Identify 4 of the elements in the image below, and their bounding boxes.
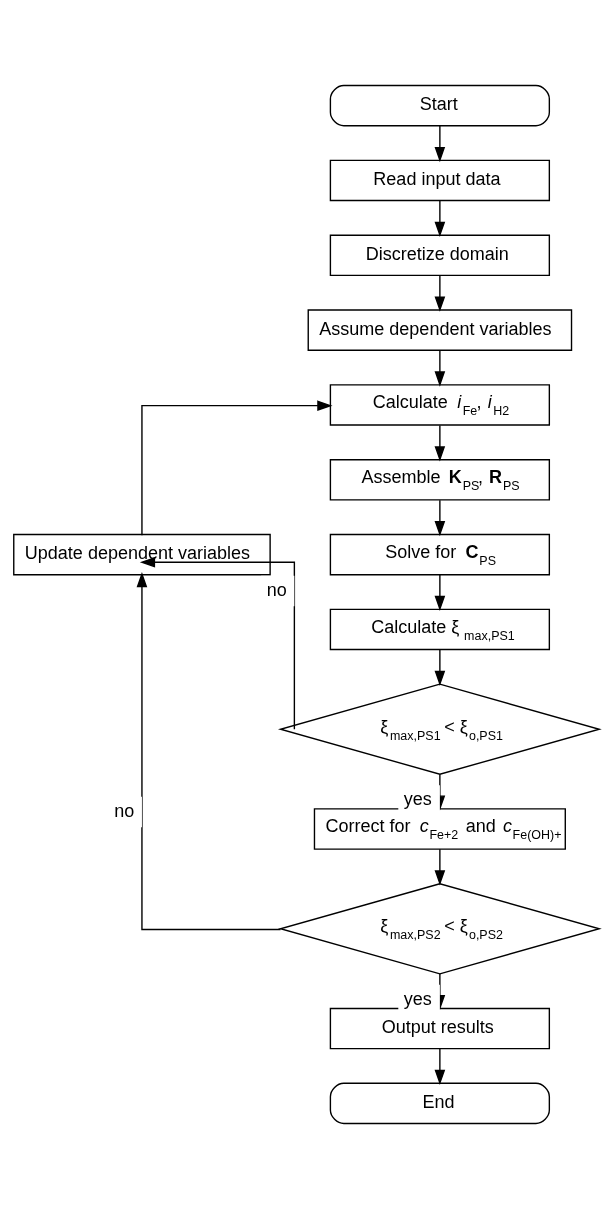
edge-label: yes	[403, 789, 432, 810]
edge-label: no	[114, 800, 135, 821]
edge-label: yes	[403, 988, 432, 1009]
edge-label: no	[266, 579, 287, 600]
